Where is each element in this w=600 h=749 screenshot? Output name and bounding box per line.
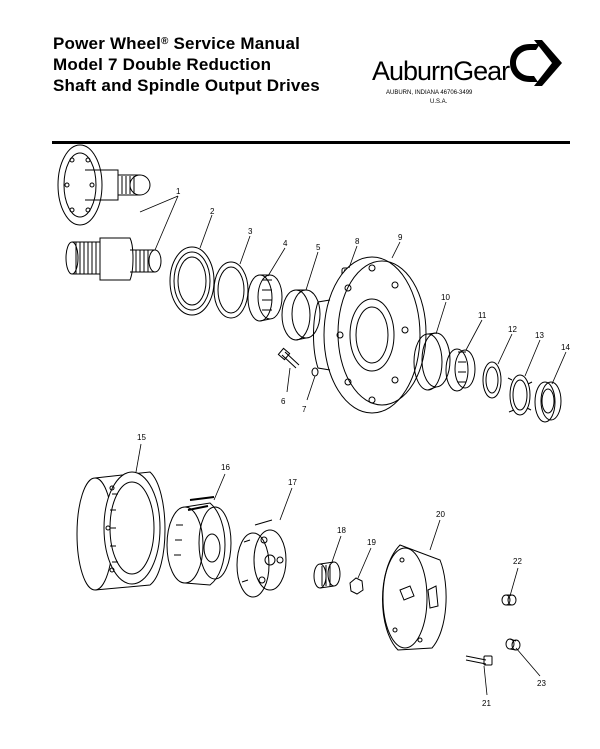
part-11-bearing [445, 348, 476, 392]
callout-14: 14 [561, 343, 570, 352]
callout-8: 8 [355, 237, 360, 246]
callout-11: 11 [478, 311, 487, 320]
part-13-lock-washer [507, 374, 533, 416]
brand-name: AuburnGear [372, 56, 510, 86]
gear-swoosh-icon [510, 40, 562, 86]
part-6-bolt [277, 347, 300, 369]
part-2-seal [169, 246, 215, 316]
auburn-gear-logo: AuburnGear AUBURN, INDIANA 46706-3499 U.… [372, 36, 572, 126]
callout-22: 22 [513, 557, 522, 566]
part-19-thrust-washer [349, 577, 364, 595]
part-16-carrier [166, 496, 232, 586]
document-title: Power Wheel® Service Manual Model 7 Doub… [53, 33, 320, 96]
callout-4: 4 [283, 239, 288, 248]
brand-country: U.S.A. [430, 99, 448, 105]
callout-21: 21 [482, 699, 491, 708]
part-18-sun-gear [313, 561, 341, 589]
part-23-plug [505, 638, 521, 651]
callout-18: 18 [337, 526, 346, 535]
part-1-flange-shaft [57, 144, 151, 226]
callout-19: 19 [367, 538, 376, 547]
part-4-bearing [247, 274, 283, 322]
part-7-washer [311, 367, 319, 377]
part-5-bearing-cup [281, 289, 321, 341]
callout-13: 13 [535, 331, 544, 340]
part-14-nut [534, 381, 562, 423]
part-17-planet-carrier [236, 519, 287, 598]
callout-5: 5 [316, 243, 321, 252]
part-1-spindle-shaft [65, 237, 162, 281]
part-22-plug [501, 594, 517, 606]
leader-lines [135, 195, 567, 696]
callout-2: 2 [210, 207, 215, 216]
title-line-3: Shaft and Spindle Output Drives [53, 76, 320, 95]
callout-20: 20 [436, 510, 445, 519]
callout-10: 10 [441, 293, 450, 302]
part-12-washer [482, 361, 502, 399]
part-3-ring [213, 261, 249, 319]
callout-12: 12 [508, 325, 517, 334]
title-line-1: Power Wheel® Service Manual [53, 34, 301, 53]
callout-labels: 1 2 3 4 5 6 7 8 9 10 11 12 13 14 15 16 1… [137, 187, 570, 708]
part-20-cover [382, 544, 447, 651]
callout-1: 1 [176, 187, 181, 196]
brand-address: AUBURN, INDIANA 46706-3499 [386, 90, 473, 96]
callout-6: 6 [281, 397, 286, 406]
title-line-2: Model 7 Double Reduction [53, 55, 272, 74]
part-21-bolt [465, 655, 493, 666]
header-rule [52, 141, 570, 144]
part-15-ring-gear [76, 471, 166, 591]
callout-3: 3 [248, 227, 253, 236]
callout-9: 9 [398, 233, 403, 242]
callout-16: 16 [221, 463, 230, 472]
part-9-hub [313, 256, 427, 414]
callout-23: 23 [537, 679, 546, 688]
callout-15: 15 [137, 433, 146, 442]
callout-7: 7 [302, 405, 307, 414]
callout-17: 17 [288, 478, 297, 487]
